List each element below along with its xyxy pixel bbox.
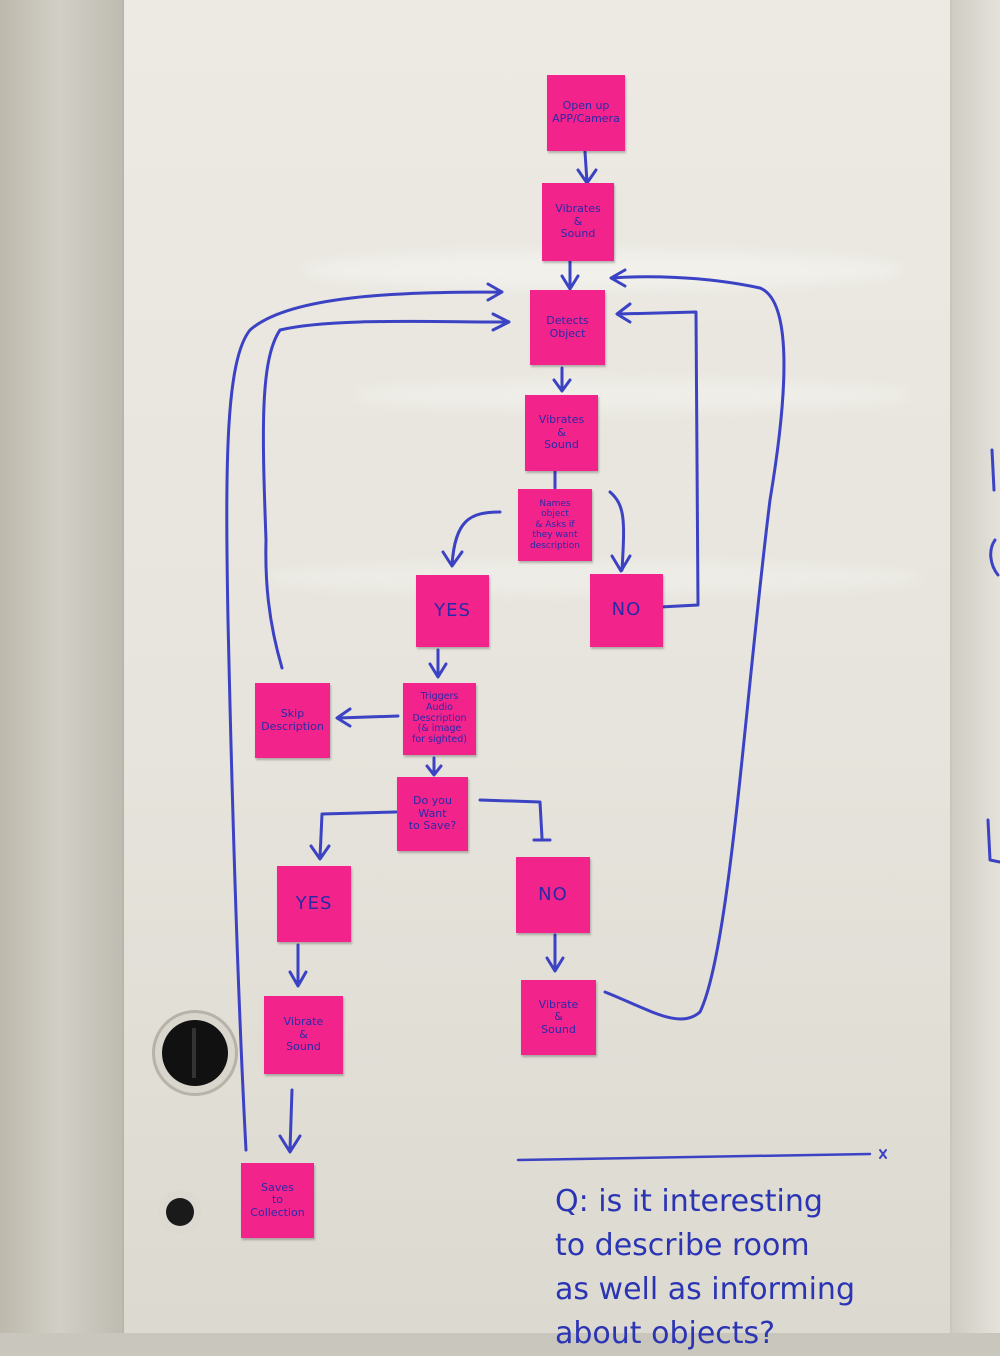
arrow-yes-to-triggers [428,648,448,679]
lock-cylinder [166,1198,194,1226]
arrow-yes-to-vibrate [288,943,308,988]
door-handle [152,1010,238,1096]
arrow-names-to-no [608,490,632,573]
note-open-app: Open up APP/Camera [547,75,625,151]
note-vibrate-sound-yes: Vibrate & Sound [264,996,343,1074]
arrow-no-to-vibrate [545,933,565,973]
arrow-save-to-no [478,798,552,842]
note-saves-collection: Saves to Collection [241,1163,314,1238]
door-lock [158,1190,202,1234]
arrow-vibrate-to-saves [278,1088,302,1154]
loop-no-to-detect [615,302,700,609]
handwritten-question: Q: is it interesting to describe room as… [555,1184,855,1351]
note-yes-2: YES [277,866,351,942]
separator-mark [879,1149,887,1159]
arrow-save-to-yes [309,810,398,861]
note-detects-object: Detects Object [530,290,605,365]
note-triggers-audio: Triggers Audio Description (& image for … [403,683,476,755]
loop-skip-to-detect [261,312,511,670]
note-vibrate-sound-no: Vibrate & Sound [521,980,596,1055]
arrow-triggers-to-save [425,756,443,777]
note-yes-1: YES [416,575,489,647]
arrow-open-to-vibrate [576,150,598,185]
glare [352,380,912,410]
loop-saves-to-detect [225,282,504,1152]
note-no-1: NO [590,574,663,647]
right-wall-panel [952,0,1000,1333]
note-want-to-save: Do you Want to Save? [397,777,468,851]
note-no-2: NO [516,857,590,933]
arrow-vibrate-to-detect [560,258,580,291]
handle-knob [162,1020,228,1086]
whiteboard-door [122,0,952,1333]
arrow-detect-to-vibrate [552,366,572,393]
edge-writing [986,448,1000,864]
loop-vibrate-to-detect [603,268,786,1021]
separator-line [516,1152,872,1162]
note-skip-description: Skip Description [255,683,330,758]
note-vibrates-sound-2: Vibrates & Sound [525,395,598,471]
note-names-object: Names object & Asks if they want descrip… [518,489,592,561]
note-vibrates-sound-1: Vibrates & Sound [542,183,614,261]
arrow-triggers-to-skip [335,707,400,728]
arrow-names-to-yes [441,510,502,568]
